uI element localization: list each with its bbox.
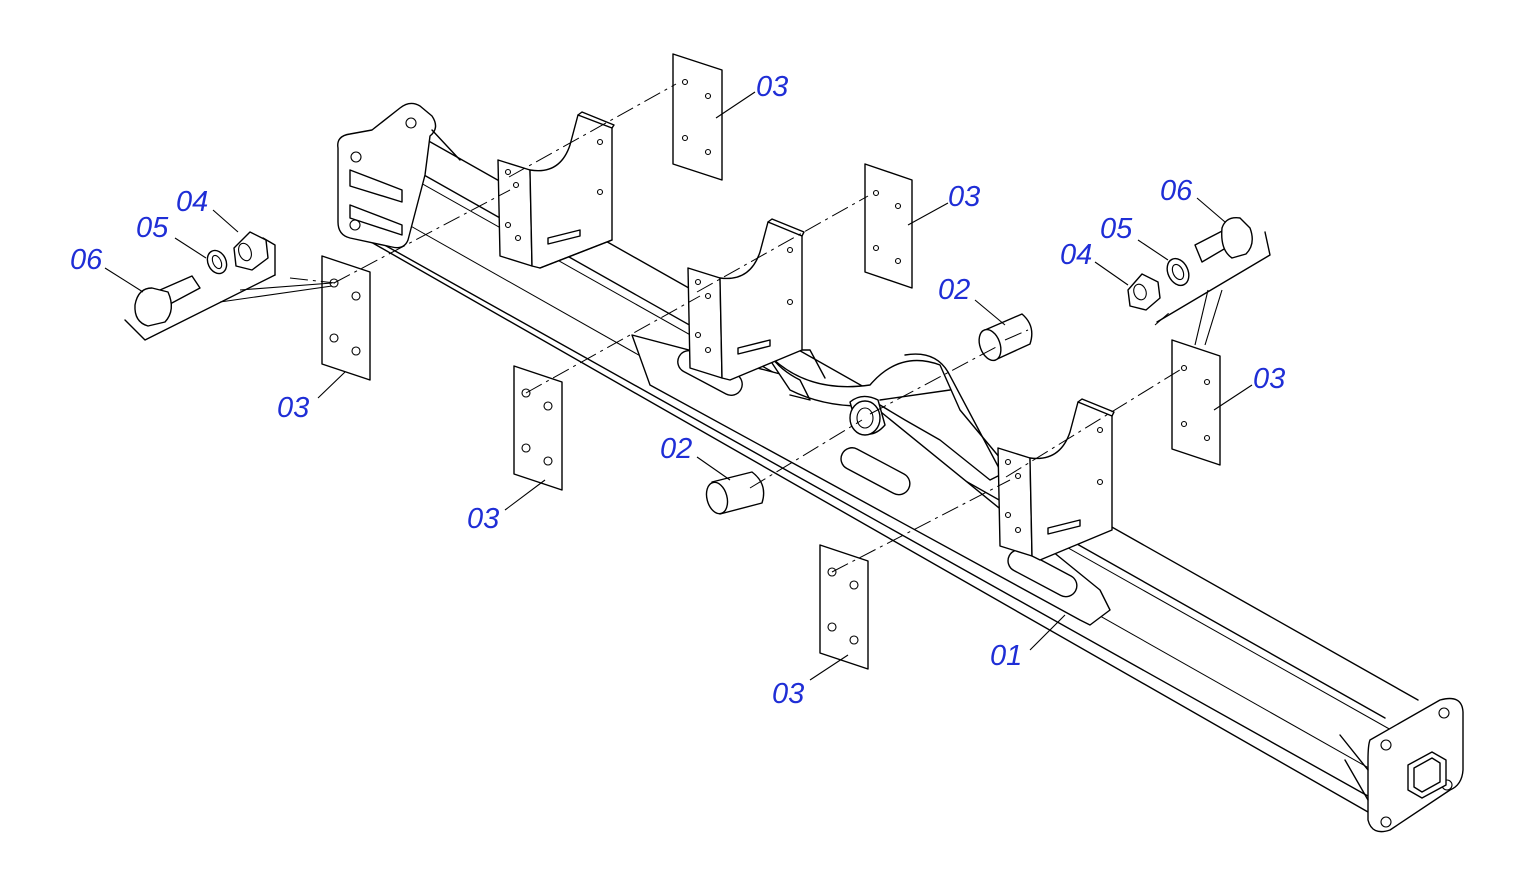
callout-01: 01	[990, 640, 1022, 672]
callout-02-left: 02	[660, 433, 692, 465]
wear-plate-lower-left	[513, 365, 563, 491]
callout-06-right: 06	[1160, 175, 1193, 207]
bushing-left	[705, 471, 765, 515]
callout-labels: 03 03 03 03 03 03 02 02 01 04 05 06 04 0…	[70, 71, 1285, 710]
callout-03-lower-left: 03	[467, 503, 499, 535]
hardware-left	[124, 231, 276, 341]
callout-03-top: 03	[756, 71, 788, 103]
wear-plate-left	[321, 255, 371, 381]
u-bracket-2	[687, 218, 805, 381]
callout-03-left: 03	[277, 392, 309, 424]
callout-03-right: 03	[1253, 363, 1285, 395]
wear-plate-right	[1171, 339, 1221, 466]
callout-05-right: 05	[1100, 213, 1133, 245]
leader-lines	[104, 91, 1253, 681]
wear-plate-top-mid	[864, 163, 913, 289]
wear-plate-bottom	[819, 544, 869, 670]
u-bracket-3	[997, 398, 1115, 561]
hardware-right	[1127, 217, 1271, 323]
u-bracket-1	[497, 111, 615, 269]
wear-plate-top	[672, 53, 723, 181]
callout-04-right: 04	[1060, 239, 1092, 271]
callout-02-right: 02	[938, 274, 970, 306]
callout-05-left: 05	[136, 212, 169, 244]
assembly-centerlines	[289, 83, 1184, 573]
callout-04-left: 04	[176, 186, 208, 218]
callout-03-top-mid: 03	[948, 181, 980, 213]
callout-06-left: 06	[70, 244, 103, 276]
callout-03-bottom: 03	[772, 678, 804, 710]
bushing-right	[978, 313, 1033, 362]
